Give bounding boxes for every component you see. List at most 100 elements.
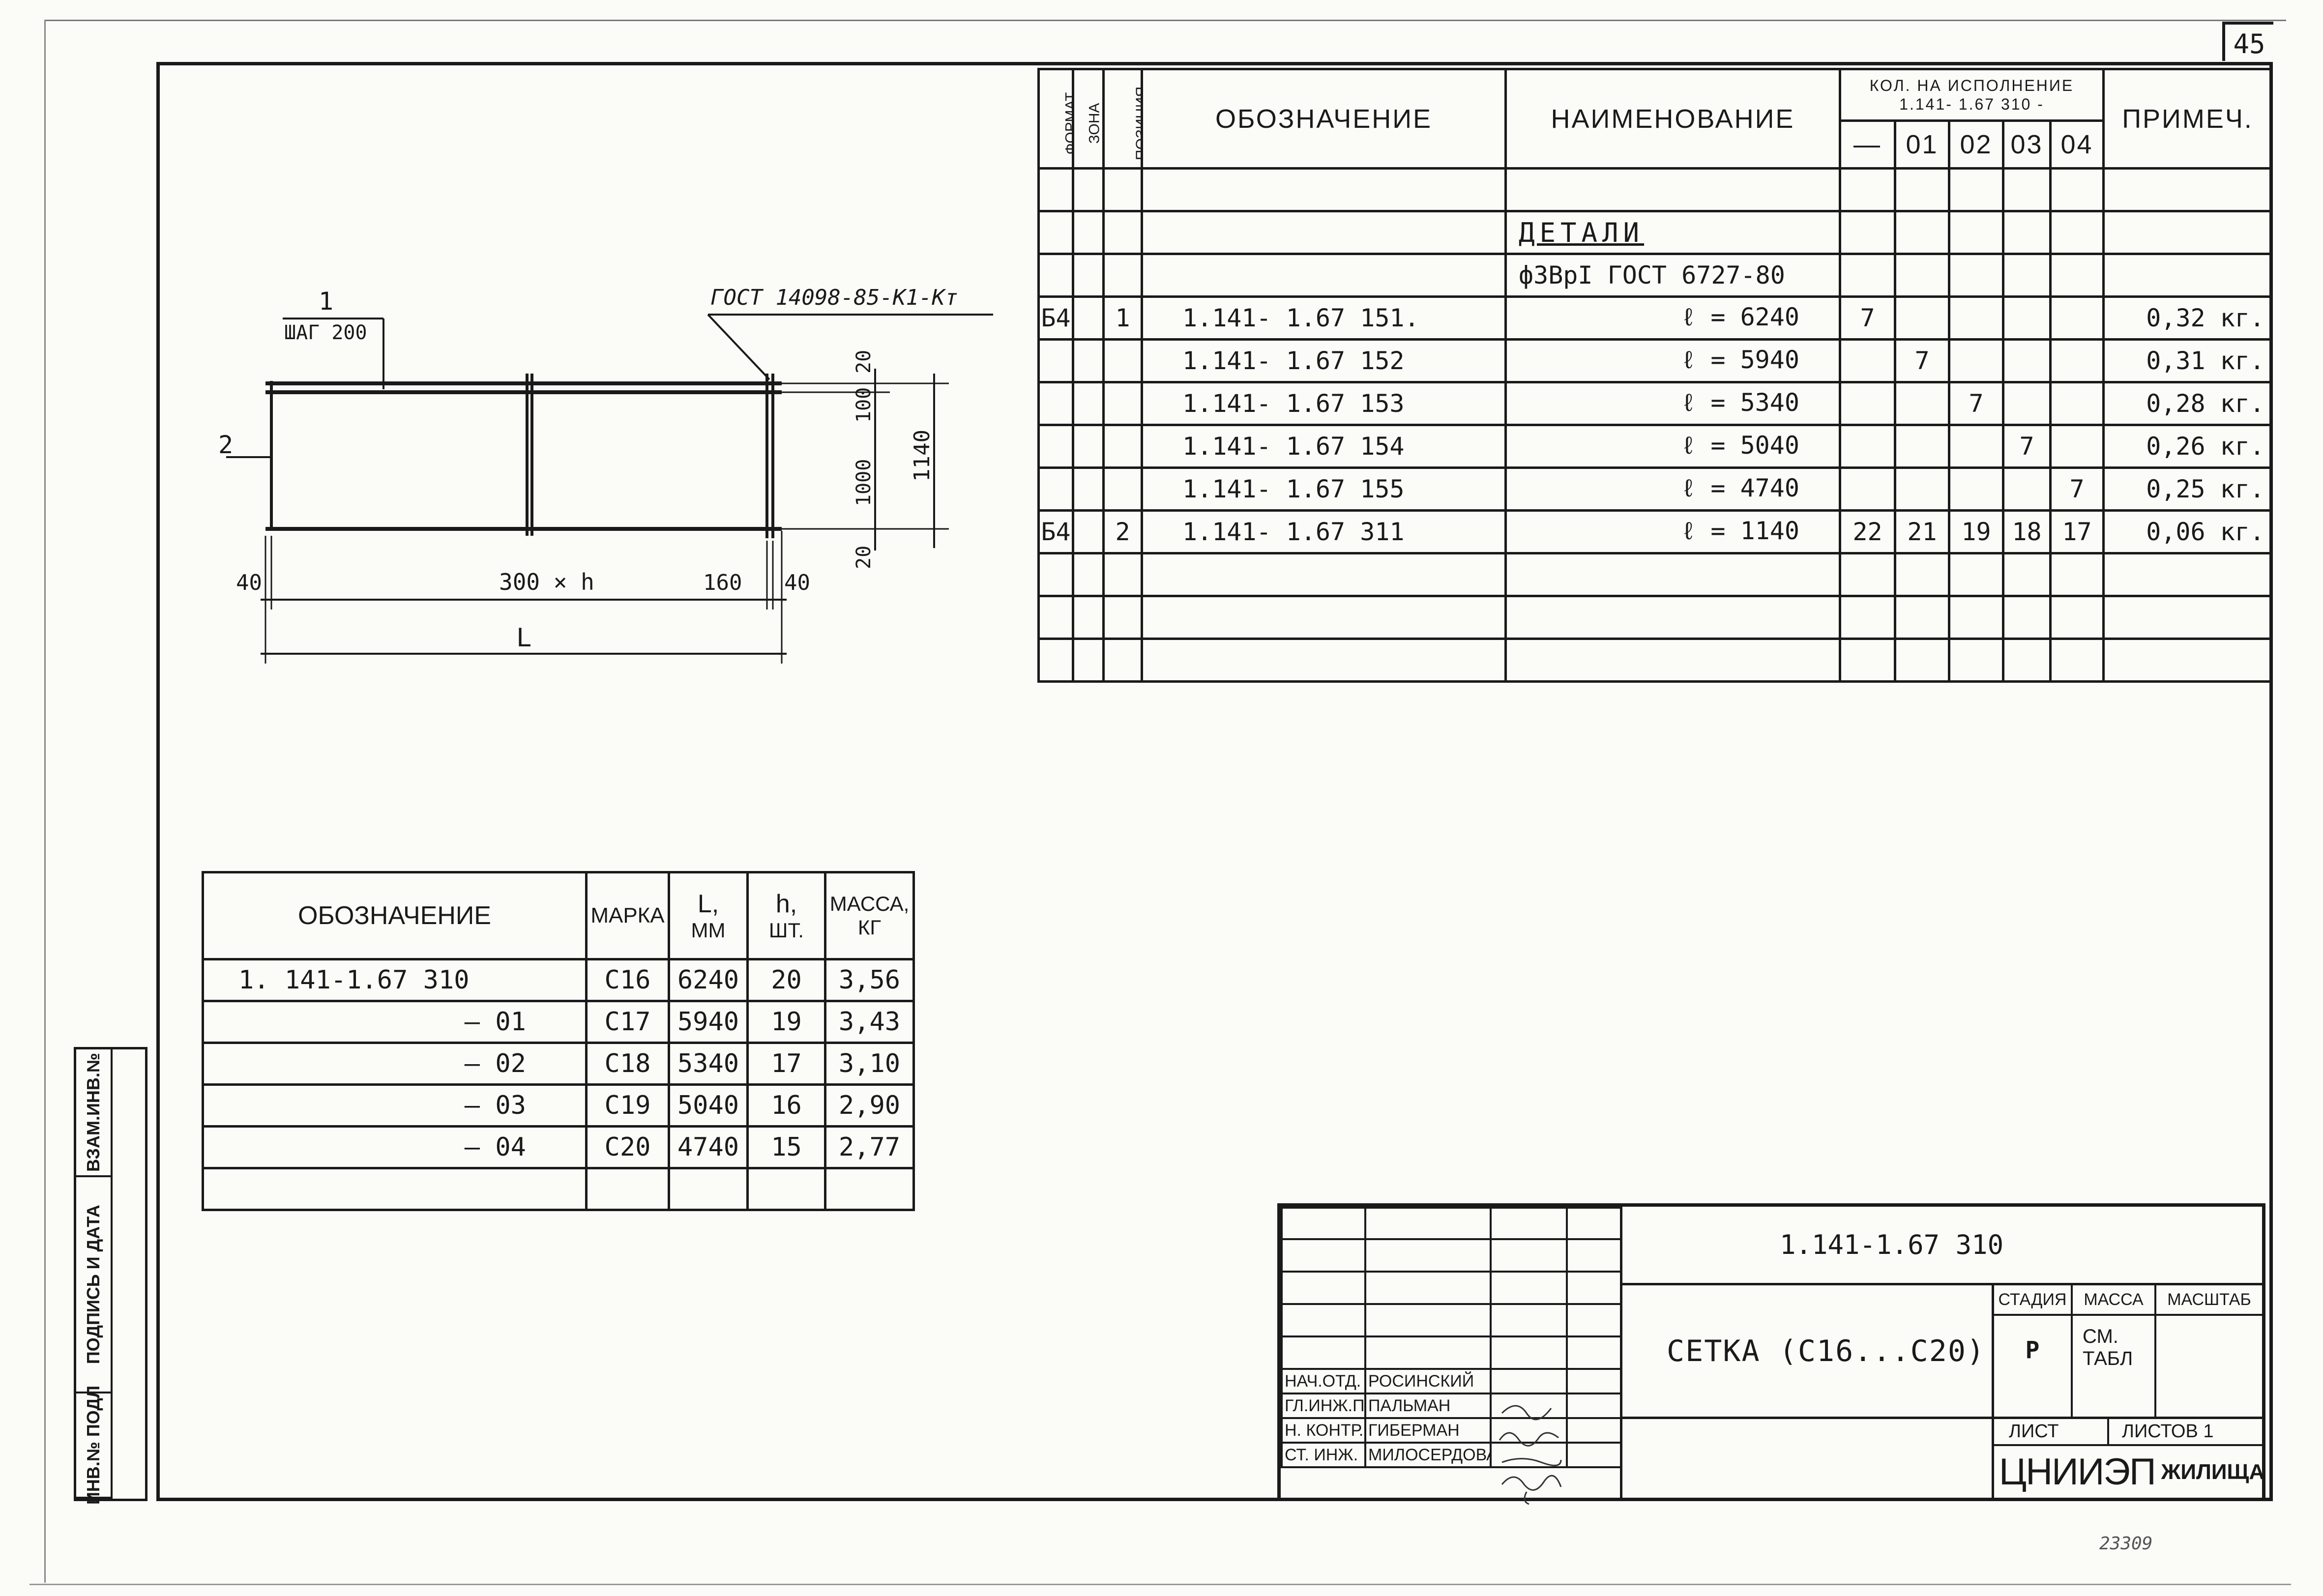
spec-cell-pos: 2 [1102,509,1143,554]
spec-row: 1.141- 1.67 153 ℓ = 5340 7 0,28 кг. [1037,381,2273,426]
spec-row: Б4 2 1.141- 1.67 311 ℓ = 1140 22 21 19 1… [1037,509,2273,554]
mass-label: МАССА [2073,1285,2156,1316]
mass-table: ОБОЗНАЧЕНИЕ МАРКА L,ММ h,ШТ. МАССА,КГ 1.… [202,871,915,1211]
spec-cell-qty [2002,381,2052,426]
mass-cell-h: 15 [746,1125,826,1169]
stage-block: СТАДИЯ МАССА МАСШТАБ Р СМ. ТАБЛ [1992,1285,2262,1419]
spec-cell-name: ℓ = 1140 [1504,509,1841,554]
page-number: 45 [2222,22,2273,61]
spec-cell-qty [2049,424,2105,469]
spec-header-qty-col: — [1839,119,1896,170]
signer-name: ПАЛЬМАН [1364,1393,1492,1419]
mass-header-h: h,ШТ. [746,871,826,960]
spec-cell-qty [2049,381,2105,426]
side-cell-inv: ИНВ.№ ПОДЛ [76,1386,111,1505]
spec-row-material: ф3ВрI ГОСТ 6727-80 [1037,253,2273,298]
gost-label: ГОСТ 14098-85-К1-Кт [710,285,958,310]
spec-cell-qty: 22 [1839,509,1896,554]
dim-100: 100 [853,387,875,423]
stage-value: Р [1994,1316,2073,1417]
doc-title: СЕТКА (С16...С20) [1620,1285,1992,1419]
sheet-edge-top [44,20,2286,21]
spec-header-qty-col: 02 [1948,119,2004,170]
spec-header-qty-col: 04 [2049,119,2105,170]
spec-cell-qty [1948,338,2004,383]
dim-1000: 1000 [853,459,875,506]
mass-cell-mark: С16 [585,958,670,1002]
org-block: ЦНИИЭП ЖИЛИЩА [1992,1446,2264,1498]
mass-cell-h: 17 [746,1042,826,1086]
spec-cell-name: ℓ = 5940 [1504,338,1841,383]
mass-cell-mark: С17 [585,1000,670,1044]
signer-role: НАЧ.ОТД. [1281,1368,1366,1394]
spec-header-zone: ЗОНА [1072,68,1105,170]
spec-cell-qty [2002,295,2052,341]
side-label-sign: ПОДПИСЬ И ДАТА [83,1204,103,1364]
side-stamp-labels: ИНВ.№ ПОДЛ ПОДПИСЬ И ДАТА ВЗАМ.ИНВ.№ [76,1049,113,1505]
callout-1-label: 1 [319,287,333,316]
spec-table: ФОРМАТ ЗОНА ПОЗИЦИЯ ОБОЗНАЧЕНИЕ НАИМЕНОВ… [1037,68,2273,683]
org-logo: ЦНИИЭП [1999,1451,2156,1493]
mass-row: — 02 С18 5340 17 3,10 [202,1042,915,1086]
spec-header-row-1: ФОРМАТ ЗОНА ПОЗИЦИЯ ОБОЗНАЧЕНИЕ НАИМЕНОВ… [1037,68,2273,170]
spec-header-qty: КОЛ. НА ИСПОЛНЕНИЕ 1.141- 1.67 310 - [1838,68,2105,122]
spec-row: 1.141- 1.67 152 ℓ = 5940 7 0,31 кг. [1037,338,2273,383]
mass-cell-mass: 3,43 [824,1000,915,1044]
spec-row-section: ДЕТАЛИ [1037,210,2273,255]
mass-cell-designation: — 02 [202,1042,588,1086]
spec-cell-pos [1102,338,1143,383]
callout-1-sub: ШАГ 200 [284,321,367,344]
spec-cell-qty: 21 [1894,509,1950,554]
spec-cell-format: Б4 [1037,509,1074,554]
signer-row: ГЛ.ИНЖ.ПР.ПАЛЬМАН [1281,1393,1622,1419]
spec-row-empty [1037,638,2273,683]
mass-cell-L: 5940 [668,1000,749,1044]
spec-cell-designation: 1.141- 1.67 154 [1141,424,1507,469]
spec-cell-note: 0,32 кг. [2102,295,2273,341]
spec-cell-designation: 1.141- 1.67 311 [1141,509,1507,554]
sheet-label: ЛИСТ [2009,1421,2059,1442]
spec-cell-pos: 1 [1102,295,1143,341]
signer-role: СТ. ИНЖ. [1281,1442,1366,1468]
signer-name: МИЛОСЕРДОВА [1364,1442,1492,1468]
signer-name: РОСИНСКИЙ [1364,1368,1492,1394]
side-stamp: ИНВ.№ ПОДЛ ПОДПИСЬ И ДАТА ВЗАМ.ИНВ.№ [74,1047,147,1505]
spec-header-name: НАИМЕНОВАНИЕ [1504,68,1841,170]
spec-cell-name: ℓ = 5340 [1504,381,1841,426]
mass-cell-L: 4740 [668,1125,749,1169]
spec-cell-qty [2049,295,2105,341]
spec-cell-note: 0,31 кг. [2102,338,2273,383]
dim-20-bot: 20 [853,546,875,569]
spec-cell-qty [1839,338,1896,383]
mass-row: — 04 С20 4740 15 2,77 [202,1125,915,1169]
scale-label: МАСШТАБ [2156,1285,2262,1316]
side-label-vzam: ВЗАМ.ИНВ.№ [83,1052,104,1172]
spec-cell-qty: 17 [2049,509,2105,554]
spec-cell-note: 0,25 кг. [2102,466,2273,512]
dim-160: 160 [703,570,742,595]
spec-cell-name: ℓ = 4740 [1504,466,1841,512]
spec-header-position: ПОЗИЦИЯ [1102,68,1143,170]
spec-header-row-2: — 01 02 03 04 [1039,119,2272,170]
spec-header-designation: ОБОЗНАЧЕНИЕ [1141,68,1507,170]
dim-20-top: 20 [853,350,875,374]
signature-1 [1501,1405,1552,1421]
spec-header-qty-col: 03 [2002,119,2052,170]
spec-cell-pos [1102,466,1143,512]
spec-cell-qty: 7 [1948,381,2004,426]
spec-cell-name: ℓ = 5040 [1504,424,1841,469]
mass-cell-L: 5040 [668,1083,749,1128]
side-cell-sign: ПОДПИСЬ И ДАТА [76,1177,111,1393]
mass-header-row: ОБОЗНАЧЕНИЕ МАРКА L,ММ h,ШТ. МАССА,КГ [202,871,915,960]
mass-cell-mass: 3,56 [824,958,915,1002]
mass-cell-mass: 2,77 [824,1125,915,1169]
mass-row: — 03 С19 5040 16 2,90 [202,1083,915,1128]
stage-label: СТАДИЯ [1994,1285,2073,1316]
spec-cell-qty [2002,338,2052,383]
side-label-inv: ИНВ.№ ПОДЛ [83,1385,104,1505]
spec-section-title: ДЕТАЛИ [1504,210,1841,255]
spec-cell-qty: 7 [1839,295,1896,341]
mass-header-designation: ОБОЗНАЧЕНИЕ [202,871,588,960]
sheet-edge-left [44,20,46,1583]
spec-cell-format [1037,466,1074,512]
